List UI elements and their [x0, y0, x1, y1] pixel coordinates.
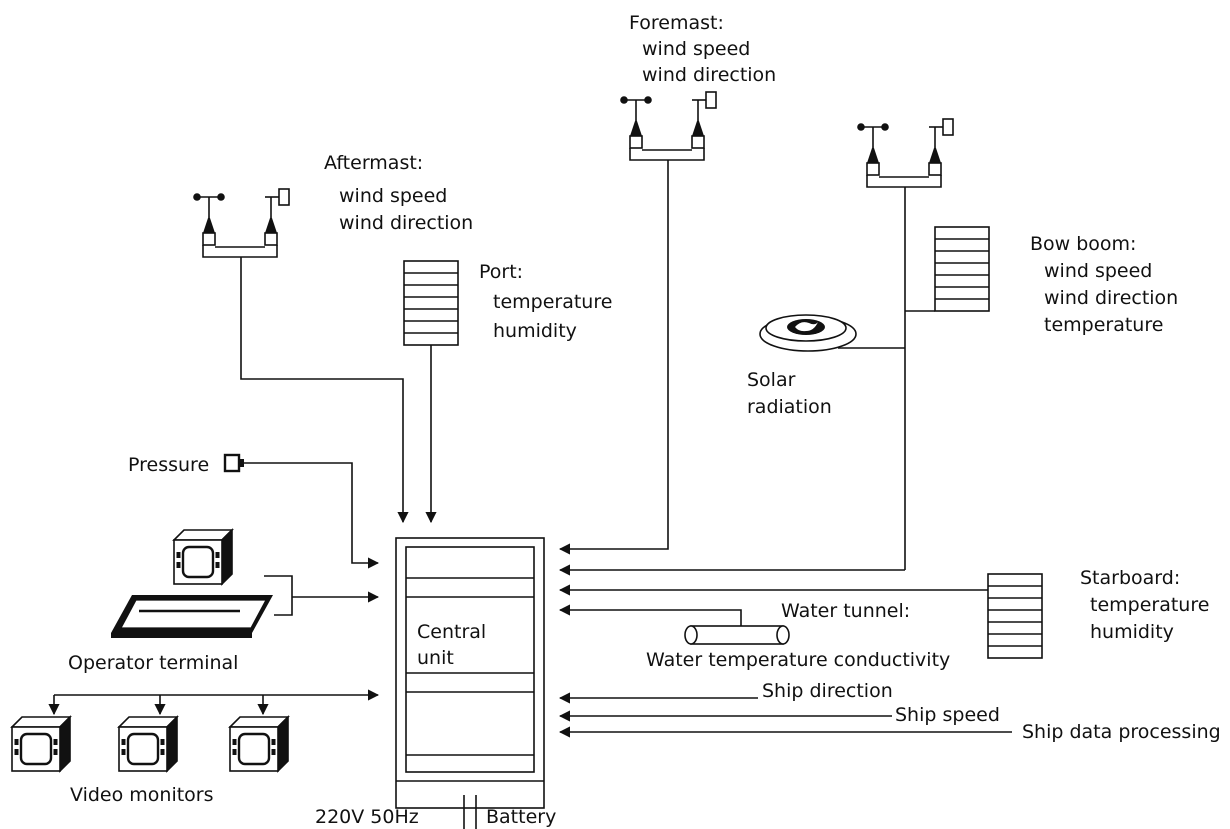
operator-terminal-label: Operator terminal [68, 652, 238, 674]
starboard-title: Starboard: [1080, 567, 1180, 589]
water-tunnel-label: Water tunnel: [781, 600, 910, 622]
aftermast-sensor [192, 188, 409, 524]
battery-label: Battery [486, 806, 556, 828]
bow-boom-line3: temperature [1044, 314, 1163, 336]
starboard-line1: temperature [1090, 594, 1209, 616]
water-temp-label: Water temperature conductivity [646, 649, 950, 671]
power-label: 220V 50Hz [315, 806, 419, 828]
central-unit-line2: unit [417, 647, 454, 669]
solar-line1: Solar [747, 369, 796, 391]
video-monitors-label: Video monitors [70, 784, 214, 806]
solar-radiation-sensor [759, 314, 905, 352]
pressure-sensor [223, 453, 380, 569]
aftermast-line2: wind direction [339, 212, 473, 234]
video-monitor-3 [228, 715, 290, 773]
foremast-title: Foremast: [629, 12, 724, 34]
port-title: Port: [479, 261, 523, 283]
operator-terminal [111, 528, 380, 638]
central-unit [395, 537, 545, 829]
ship-speed-label: Ship speed [895, 704, 1000, 726]
port-screen [403, 260, 459, 524]
bow-boom-line2: wind direction [1044, 287, 1178, 309]
video-monitor-1 [10, 715, 72, 773]
foremast-line1: wind speed [642, 38, 750, 60]
video-monitor-2 [117, 715, 179, 773]
video-monitors [10, 689, 380, 773]
foremast-sensor [558, 91, 717, 555]
solar-line2: radiation [747, 396, 832, 418]
ship-data-label: Ship data processing [1022, 721, 1221, 743]
ship-direction-label: Ship direction [762, 680, 893, 702]
central-unit-line1: Central [417, 621, 486, 643]
port-line1: temperature [493, 291, 612, 313]
port-line2: humidity [493, 320, 577, 342]
bow-boom-title: Bow boom: [1030, 233, 1136, 255]
aftermast-title: Aftermast: [324, 152, 423, 174]
starboard-screen [558, 573, 1043, 659]
foremast-line2: wind direction [642, 64, 776, 86]
bow-boom-line1: wind speed [1044, 260, 1152, 282]
starboard-line2: humidity [1090, 621, 1174, 643]
pressure-label: Pressure [128, 454, 209, 476]
bow-boom-sensor [558, 118, 990, 576]
aftermast-line1: wind speed [339, 185, 447, 207]
water-tunnel-sensor [558, 604, 790, 645]
